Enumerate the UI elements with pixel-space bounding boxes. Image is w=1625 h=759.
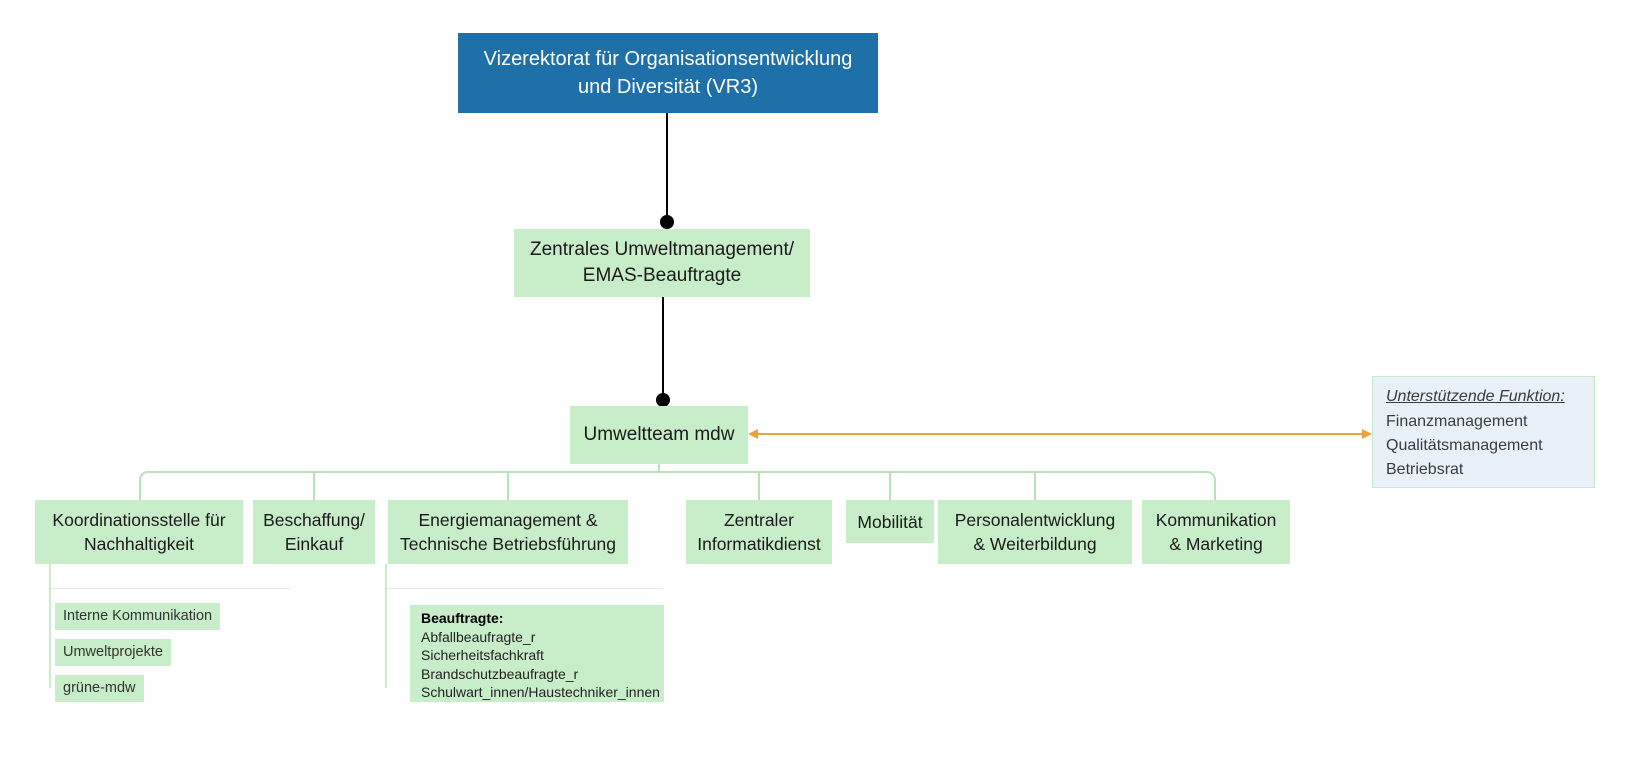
support-function-item: Finanzmanagement xyxy=(1386,413,1528,430)
beauftragte-container-edge xyxy=(387,588,663,589)
node-mobilitaet: Mobilität xyxy=(846,500,934,543)
support-link-arrow xyxy=(757,433,1363,435)
connector-team-bus xyxy=(658,464,660,472)
beauftragte-connector-line xyxy=(385,564,387,688)
node-koordinationsstelle: Koordinationsstelle für Nachhaltigkeit xyxy=(35,500,243,564)
node-label-line: & Weiterbildung xyxy=(973,534,1097,554)
connector-root-emas xyxy=(666,113,668,222)
arrow-head-right-icon xyxy=(1362,429,1372,439)
beauftragte-list-box: Beauftragte: Abfallbeaufragte_r Sicherhe… xyxy=(410,605,664,702)
support-function-title: Unterstützende Funktion: xyxy=(1386,388,1565,405)
connector-endpoint-dot xyxy=(660,215,674,229)
node-label-line: Zentrales Umweltmanagement/ xyxy=(530,239,794,260)
node-personalentwicklung: Personalentwicklung & Weiterbildung xyxy=(938,500,1132,564)
node-label-line: Nachhaltigkeit xyxy=(84,534,194,554)
node-label-line: Mobilität xyxy=(857,511,923,532)
subitem-umweltprojekte: Umweltprojekte xyxy=(55,639,171,666)
support-function-item: Betriebsrat xyxy=(1386,461,1464,478)
node-label-line: Zentraler xyxy=(723,510,795,530)
node-zentrales-umweltmanagement: Zentrales Umweltmanagement/ EMAS-Beauftr… xyxy=(514,229,810,297)
node-label-line: und Diversität (VR3) xyxy=(577,76,759,98)
subitem-gruene-mdw: grüne-mdw xyxy=(55,675,144,702)
node-label-line: Technische Betriebsführung xyxy=(400,534,616,554)
bus-drop-line xyxy=(758,471,760,500)
arrow-head-left-icon xyxy=(748,429,758,439)
node-label-line: Vizerektorat für Organisationsentwicklun… xyxy=(483,48,853,70)
node-label-line: Energiemanagement & xyxy=(418,510,598,530)
node-umweltteam-mdw: Umweltteam mdw xyxy=(570,406,748,464)
subitem-interne-kommunikation: Interne Kommunikation xyxy=(55,603,221,630)
subitems-connector-line xyxy=(49,564,51,688)
bus-drop-line xyxy=(889,471,891,500)
support-function-item: Qualitätsmanagement xyxy=(1386,437,1543,454)
beauftragte-item: Abfallbeaufragte_r xyxy=(421,628,536,645)
subitems-container-edge xyxy=(51,588,291,589)
node-energiemanagement: Energiemanagement & Technische Betriebsf… xyxy=(388,500,628,564)
node-label-line: Kommunikation xyxy=(1155,510,1277,530)
beauftragte-item: Schulwart_innen/Haustechniker_innen xyxy=(421,684,660,700)
node-label-line: Personalentwicklung xyxy=(954,510,1116,530)
bus-drop-line xyxy=(313,471,315,500)
node-zentraler-informatikdienst: Zentraler Informatikdienst xyxy=(686,500,832,564)
connector-emas-team xyxy=(662,297,664,400)
node-label-line: Beschaffung/ xyxy=(263,510,365,530)
support-function-box: Unterstützende Funktion: Finanzmanagemen… xyxy=(1372,376,1595,488)
node-beschaffung-einkauf: Beschaffung/ Einkauf xyxy=(253,500,375,564)
node-vizerektorat: Vizerektorat für Organisationsentwicklun… xyxy=(458,33,878,113)
node-label-line: Koordinationsstelle für xyxy=(52,510,226,530)
bus-drop-line xyxy=(507,471,509,500)
node-kommunikation-marketing: Kommunikation & Marketing xyxy=(1142,500,1290,564)
node-label-line: Einkauf xyxy=(284,534,344,554)
connector-endpoint-dot xyxy=(656,393,670,407)
bus-drop-line xyxy=(1034,471,1036,500)
beauftragte-item: Brandschutzbeaufragte_r xyxy=(421,665,579,682)
node-label-line: & Marketing xyxy=(1169,534,1263,554)
node-label-line: Informatikdienst xyxy=(697,534,821,554)
beauftragte-item: Sicherheitsfachkraft xyxy=(421,647,544,663)
node-label-line: Umweltteam mdw xyxy=(583,424,735,445)
node-label-line: EMAS-Beauftragte xyxy=(582,265,742,286)
children-bus-line xyxy=(139,471,1216,500)
beauftragte-title: Beauftragte: xyxy=(421,610,504,626)
